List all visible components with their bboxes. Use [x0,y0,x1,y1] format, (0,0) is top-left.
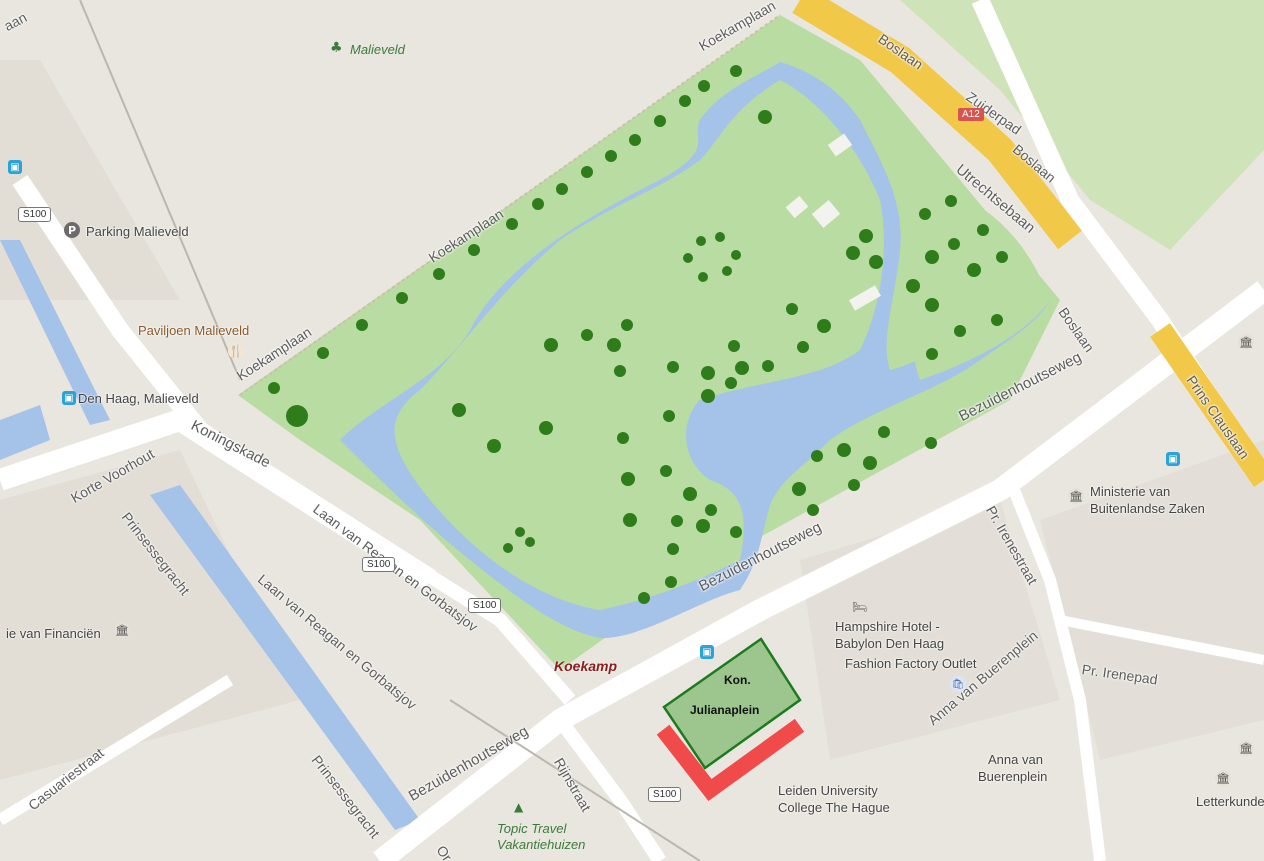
highway-utrechtsebaan [792,0,1082,250]
museum-icon[interactable]: 🏛 [1238,740,1254,756]
label-hampshire-2[interactable]: Babylon Den Haag [835,636,945,651]
camp-icon[interactable]: ▲ [514,800,524,814]
museum-icon[interactable]: 🏛 [1068,488,1084,504]
museum-icon[interactable]: 🏛 [1238,334,1254,350]
canal-prinsessegracht [150,485,420,830]
julianaplein-area[interactable] [662,637,802,770]
building [827,133,853,157]
label-leiden-1[interactable]: Leiden University [778,783,878,798]
label-julianaplein[interactable]: Julianaplein [690,703,760,717]
hotel-icon[interactable]: 🛏 [852,600,868,614]
label-fashion-factory[interactable]: Fashion Factory Outlet [845,656,977,671]
red-marker [656,718,805,802]
label-ministerie-1[interactable]: Ministerie van [1090,484,1171,499]
station-icon[interactable]: ▣ [62,391,76,405]
label-ministerie-financien[interactable]: ie van Financiën [6,626,101,641]
rail [449,699,701,861]
label-parking-malieveld[interactable]: Parking Malieveld [86,224,189,239]
canal-left [0,240,110,425]
building [811,200,841,228]
label-koekamp[interactable]: Koekamp [554,658,618,674]
label-malieveld[interactable]: Malieveld [350,42,405,57]
label-hampshire-1[interactable]: Hampshire Hotel - [835,619,940,634]
road-pr-irenepad [1059,615,1264,665]
label-kon[interactable]: Kon. [724,673,751,687]
bus-stop-icon[interactable]: ▣ [1166,452,1180,466]
trees [268,65,1008,604]
s100-shield: S100 [648,787,682,802]
building [785,195,809,219]
label-topic-travel-1[interactable]: Topic Travel [497,821,567,836]
label-ministerie-2[interactable]: Buitenlandse Zaken [1090,501,1205,516]
restaurant-icon[interactable]: 🍴 [228,343,244,359]
label-anna-plein-1[interactable]: Anna van [988,752,1043,767]
s100-shield: S100 [18,207,52,222]
canal-small [0,405,50,460]
s100-shield: S100 [468,598,502,613]
bus-stop-icon[interactable]: ▣ [8,160,22,174]
block [1040,440,1264,760]
museum-icon[interactable]: 🏛 [1215,770,1231,786]
a12-shield: A12 [958,108,984,121]
bus-stop-icon[interactable]: ▣ [700,645,714,659]
parking-icon[interactable]: P [64,222,80,238]
highway-prins-clauslaan [1150,323,1264,487]
park-icon: ♣ [330,40,343,56]
park-path [239,14,781,396]
block [0,450,300,780]
building [849,285,881,311]
road-s100-north [12,175,208,436]
road-laan-reagan [196,424,576,705]
road-pr-irenestraat [1004,477,1106,861]
park-east [900,188,1050,380]
wood-area [900,0,1264,250]
road-rijnstraat [554,715,666,861]
rail [79,0,241,381]
small-island [485,516,555,560]
s100-shield: S100 [362,557,396,572]
label-anna-plein-2[interactable]: Buerenplein [978,769,1048,784]
shopping-icon[interactable]: 🛍 [950,676,966,692]
label-leiden-2[interactable]: College The Hague [778,800,890,815]
label-den-haag-malieveld[interactable]: Den Haag, Malieveld [78,391,199,406]
museum-icon[interactable]: 🏛 [114,622,130,638]
label-topic-travel-2[interactable]: Vakantiehuizen [497,837,586,852]
road-casuariestraat [0,674,234,826]
park-island [394,80,884,610]
road-bezuidenhoutseweg [373,281,1264,861]
label-paviljoen[interactable]: Paviljoen Malieveld [138,323,250,338]
block [0,60,180,300]
label-letterkunde[interactable]: Letterkunde [1196,794,1264,809]
